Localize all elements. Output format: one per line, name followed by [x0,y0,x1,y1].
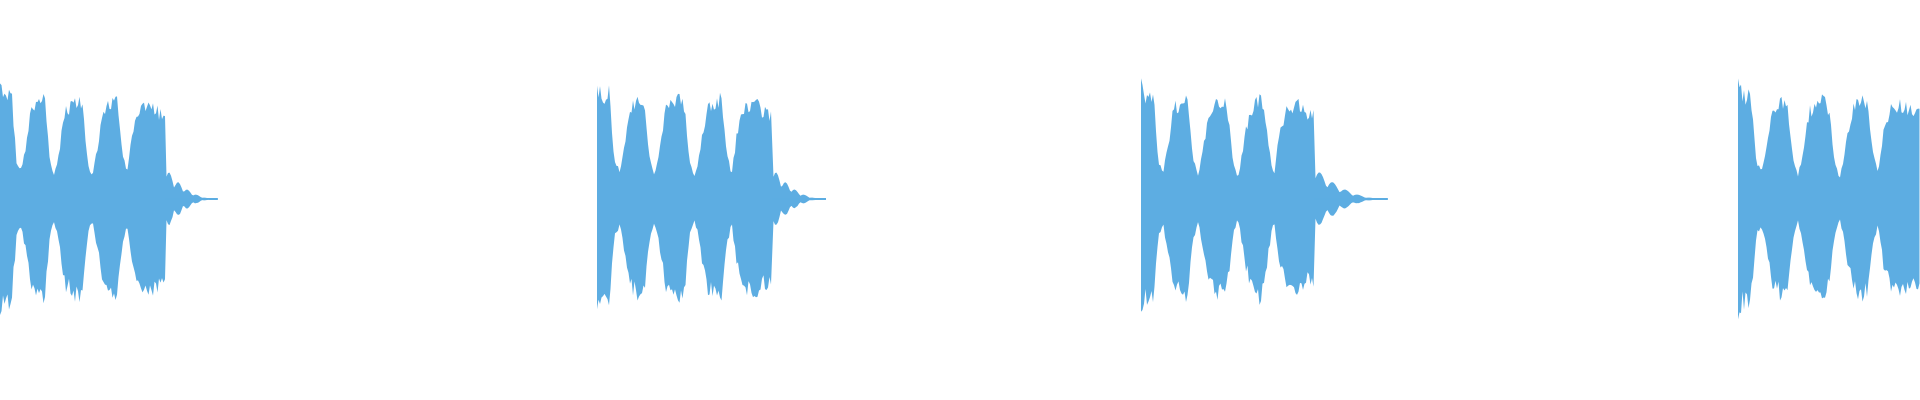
waveform-burst-3 [1141,78,1388,312]
waveform-envelope [0,83,218,316]
waveform-burst-1 [0,83,218,316]
waveform-envelope [1141,78,1388,312]
waveform-envelope [597,85,826,310]
waveform-burst-4 [1738,78,1920,320]
waveform-envelope [1738,78,1920,320]
waveform-burst-2 [597,85,826,310]
